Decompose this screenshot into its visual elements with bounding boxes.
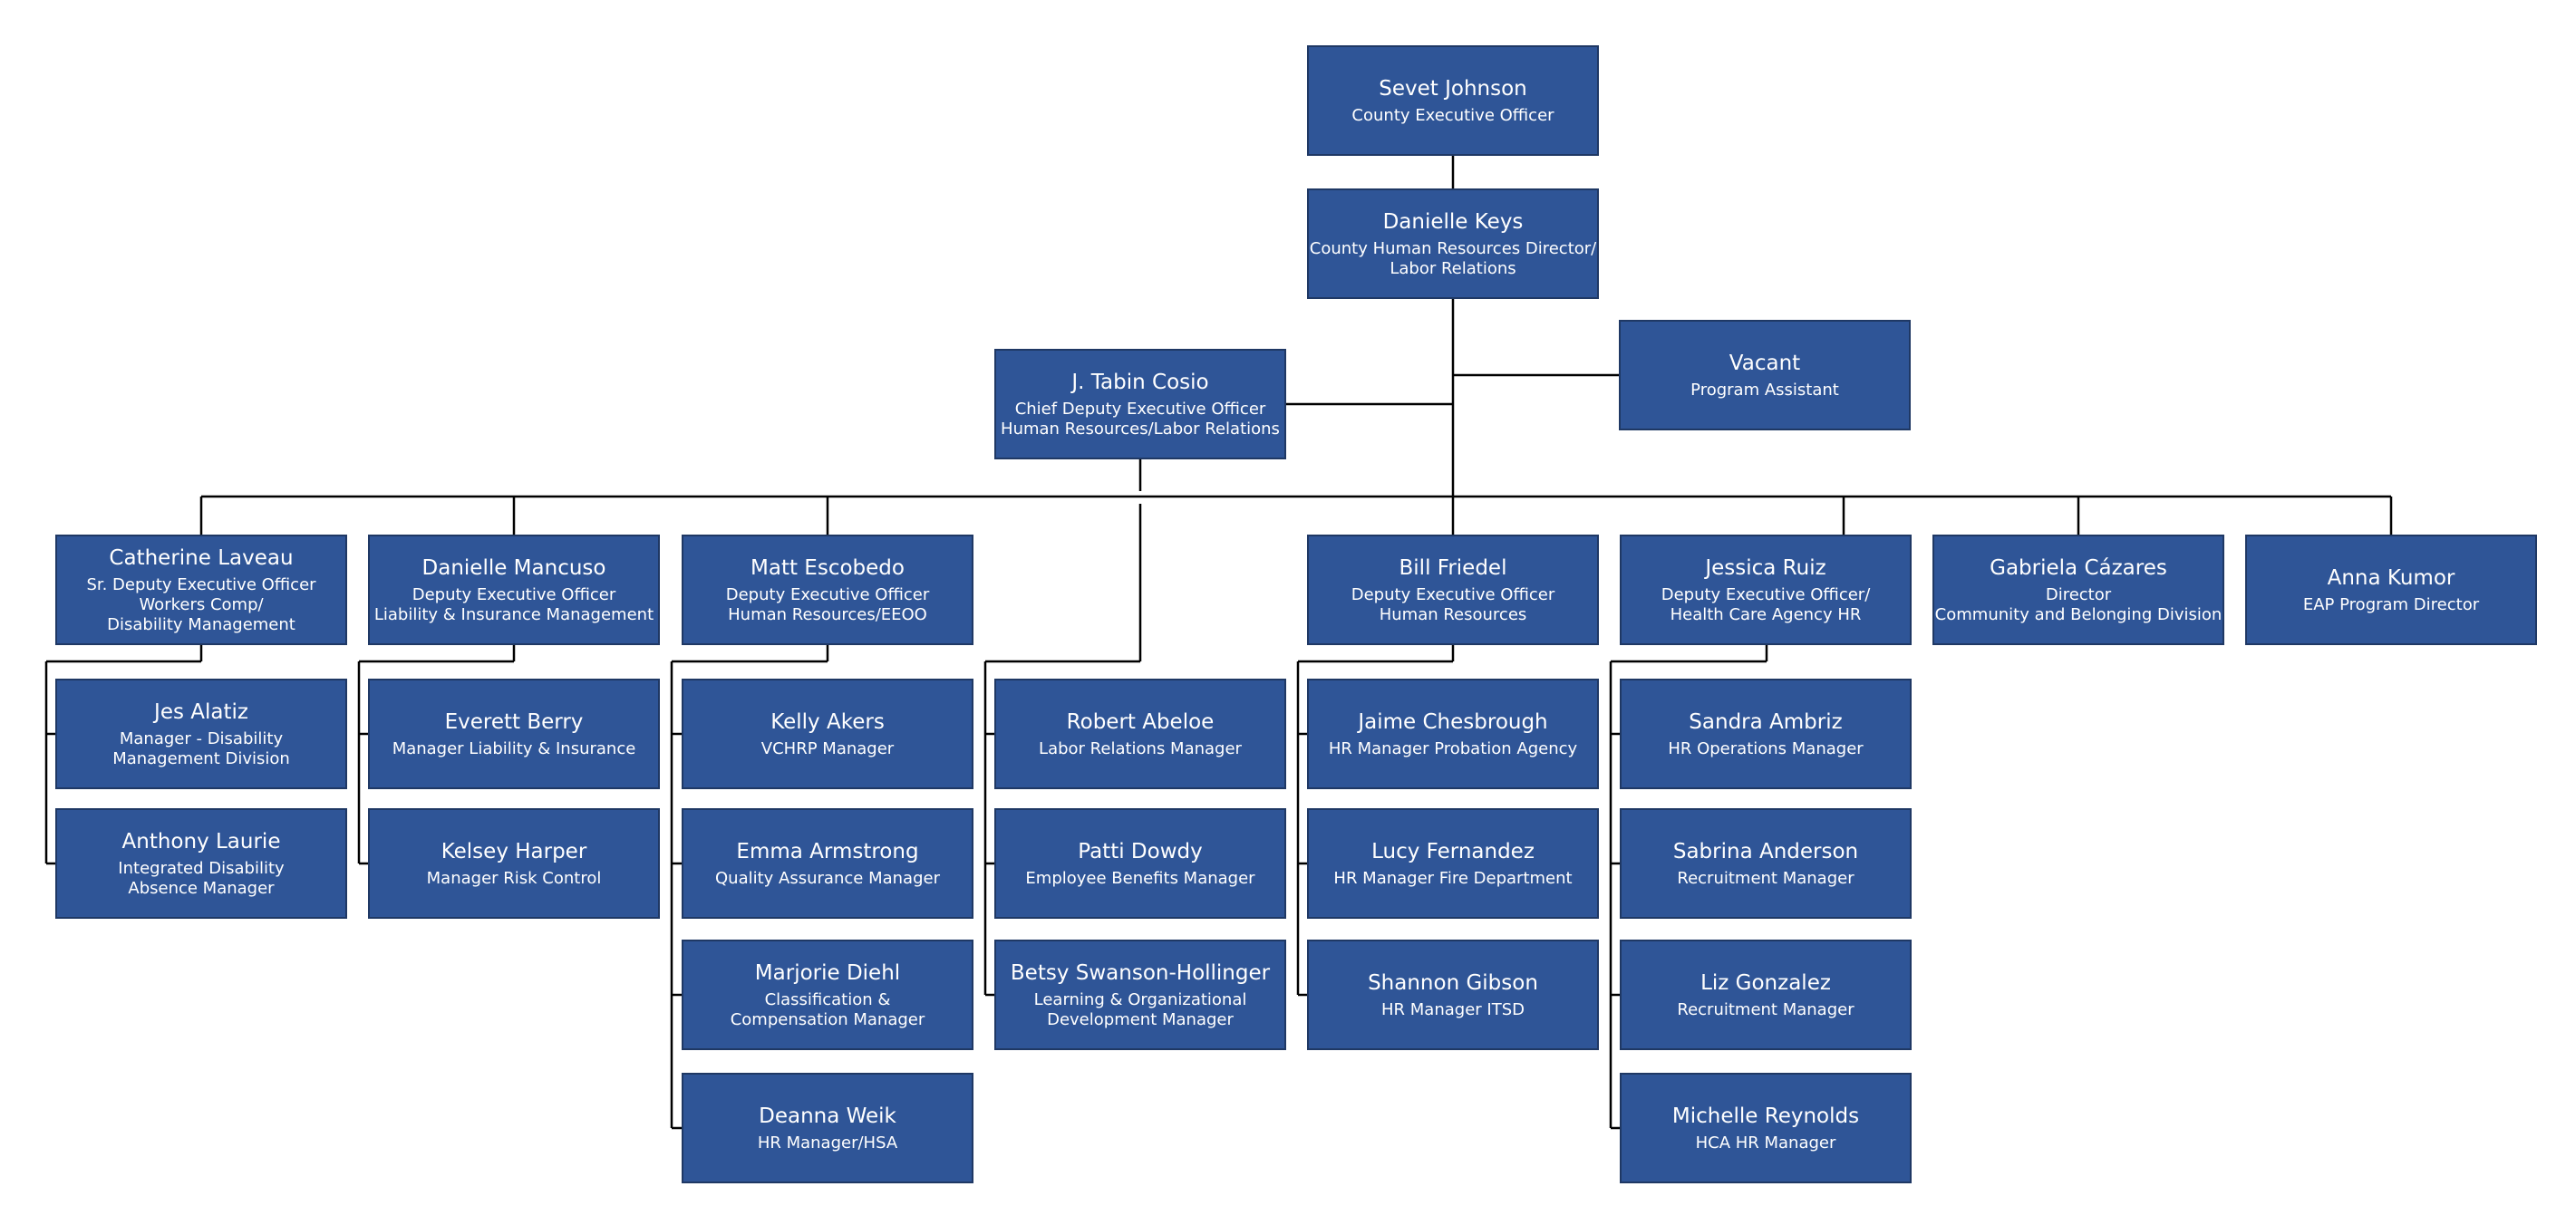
org-node-jes-alatiz: Jes Alatiz Manager - Disability Manageme… bbox=[55, 679, 347, 789]
org-node-danielle-keys: Danielle Keys County Human Resources Dir… bbox=[1307, 188, 1599, 299]
node-title: Classification & Compensation Manager bbox=[730, 990, 925, 1029]
org-node-lucy-fernandez: Lucy Fernandez HR Manager Fire Departmen… bbox=[1307, 808, 1599, 919]
node-name: Patti Dowdy bbox=[1078, 840, 1203, 863]
node-name: Danielle Mancuso bbox=[421, 556, 606, 580]
node-name: J. Tabin Cosio bbox=[1071, 371, 1209, 394]
node-name: Anna Kumor bbox=[2327, 566, 2455, 590]
node-name: Robert Abeloe bbox=[1066, 710, 1215, 734]
node-title: Manager Liability & Insurance bbox=[392, 739, 636, 758]
node-title: Deputy Executive Officer Human Resources… bbox=[725, 585, 930, 624]
org-node-sandra-ambriz: Sandra Ambriz HR Operations Manager bbox=[1620, 679, 1912, 789]
org-node-matt-escobedo: Matt Escobedo Deputy Executive Officer H… bbox=[682, 535, 973, 645]
node-name: Catherine Laveau bbox=[109, 546, 294, 570]
node-name: Liz Gonzalez bbox=[1700, 971, 1831, 995]
org-node-shannon-gibson: Shannon Gibson HR Manager ITSD bbox=[1307, 940, 1599, 1050]
org-node-patti-dowdy: Patti Dowdy Employee Benefits Manager bbox=[994, 808, 1286, 919]
org-node-robert-abeloe: Robert Abeloe Labor Relations Manager bbox=[994, 679, 1286, 789]
node-title: Integrated Disability Absence Manager bbox=[118, 859, 285, 898]
node-name: Jes Alatiz bbox=[154, 700, 248, 724]
node-name: Emma Armstrong bbox=[736, 840, 919, 863]
node-title: Program Assistant bbox=[1690, 381, 1839, 400]
org-node-everett-berry: Everett Berry Manager Liability & Insura… bbox=[368, 679, 660, 789]
org-node-gabriela-cazares: Gabriela Cázares Director Community and … bbox=[1932, 535, 2224, 645]
node-name: Vacant bbox=[1729, 352, 1801, 375]
node-name: Matt Escobedo bbox=[751, 556, 905, 580]
node-title: Recruitment Manager bbox=[1677, 1000, 1855, 1019]
node-title: Learning & Organizational Development Ma… bbox=[1033, 990, 1247, 1029]
org-node-kelsey-harper: Kelsey Harper Manager Risk Control bbox=[368, 808, 660, 919]
node-name: Marjorie Diehl bbox=[754, 961, 901, 985]
node-name: Sandra Ambriz bbox=[1689, 710, 1843, 734]
node-title: Manager Risk Control bbox=[426, 869, 602, 888]
node-name: Anthony Laurie bbox=[121, 830, 281, 854]
node-title: Employee Benefits Manager bbox=[1025, 869, 1255, 888]
node-title: Deputy Executive Officer Liability & Ins… bbox=[373, 585, 654, 624]
org-node-michelle-reynolds: Michelle Reynolds HCA HR Manager bbox=[1620, 1073, 1912, 1183]
org-node-catherine-laveau: Catherine Laveau Sr. Deputy Executive Of… bbox=[55, 535, 347, 645]
node-name: Lucy Fernandez bbox=[1371, 840, 1535, 863]
org-node-tabin-cosio: J. Tabin Cosio Chief Deputy Executive Of… bbox=[994, 349, 1286, 459]
node-name: Danielle Keys bbox=[1382, 210, 1524, 234]
org-node-liz-gonzalez: Liz Gonzalez Recruitment Manager bbox=[1620, 940, 1912, 1050]
node-title: HR Manager Fire Department bbox=[1333, 869, 1573, 888]
node-title: HR Manager/HSA bbox=[757, 1133, 898, 1153]
org-node-jessica-ruiz: Jessica Ruiz Deputy Executive Officer/ H… bbox=[1620, 535, 1912, 645]
org-node-danielle-mancuso: Danielle Mancuso Deputy Executive Office… bbox=[368, 535, 660, 645]
node-title: Labor Relations Manager bbox=[1039, 739, 1242, 758]
org-node-bill-friedel: Bill Friedel Deputy Executive Officer Hu… bbox=[1307, 535, 1599, 645]
node-title: County Human Resources Director/ Labor R… bbox=[1309, 239, 1597, 278]
org-node-anna-kumor: Anna Kumor EAP Program Director bbox=[2245, 535, 2537, 645]
org-node-kelly-akers: Kelly Akers VCHRP Manager bbox=[682, 679, 973, 789]
node-name: Deanna Weik bbox=[759, 1104, 896, 1128]
node-title: Sr. Deputy Executive Officer Workers Com… bbox=[86, 575, 316, 634]
node-title: HCA HR Manager bbox=[1695, 1133, 1836, 1153]
node-title: Recruitment Manager bbox=[1677, 869, 1855, 888]
node-title: VCHRP Manager bbox=[760, 739, 895, 758]
org-node-deanna-weik: Deanna Weik HR Manager/HSA bbox=[682, 1073, 973, 1183]
org-node-jaime-chesbrough: Jaime Chesbrough HR Manager Probation Ag… bbox=[1307, 679, 1599, 789]
node-title: Quality Assurance Manager bbox=[715, 869, 940, 888]
node-title: Deputy Executive Officer/ Health Care Ag… bbox=[1661, 585, 1871, 624]
node-name: Everett Berry bbox=[444, 710, 584, 734]
org-node-emma-armstrong: Emma Armstrong Quality Assurance Manager bbox=[682, 808, 973, 919]
node-name: Kelsey Harper bbox=[441, 840, 587, 863]
node-title: Director Community and Belonging Divisio… bbox=[1934, 585, 2223, 624]
org-node-betsy-swanson-hollinger: Betsy Swanson-Hollinger Learning & Organ… bbox=[994, 940, 1286, 1050]
node-name: Jaime Chesbrough bbox=[1358, 710, 1548, 734]
node-title: Deputy Executive Officer Human Resources bbox=[1351, 585, 1555, 624]
node-title: Chief Deputy Executive Officer Human Res… bbox=[1001, 400, 1280, 439]
org-node-marjorie-diehl: Marjorie Diehl Classification & Compensa… bbox=[682, 940, 973, 1050]
node-name: Sabrina Anderson bbox=[1672, 840, 1859, 863]
node-name: Kelly Akers bbox=[770, 710, 885, 734]
node-name: Michelle Reynolds bbox=[1671, 1104, 1860, 1128]
node-name: Shannon Gibson bbox=[1368, 971, 1538, 995]
node-name: Sevet Johnson bbox=[1379, 77, 1527, 101]
node-title: HR Operations Manager bbox=[1668, 739, 1864, 758]
org-node-sabrina-anderson: Sabrina Anderson Recruitment Manager bbox=[1620, 808, 1912, 919]
org-node-sevet-johnson: Sevet Johnson County Executive Officer bbox=[1307, 45, 1599, 156]
node-title: HR Manager Probation Agency bbox=[1328, 739, 1578, 758]
node-name: Gabriela Cázares bbox=[1990, 556, 2167, 580]
org-node-anthony-laurie: Anthony Laurie Integrated Disability Abs… bbox=[55, 808, 347, 919]
node-title: Manager - Disability Management Division bbox=[112, 729, 290, 768]
node-title: HR Manager ITSD bbox=[1381, 1000, 1525, 1019]
node-title: County Executive Officer bbox=[1351, 106, 1554, 125]
node-title: EAP Program Director bbox=[2302, 595, 2480, 614]
org-node-vacant: Vacant Program Assistant bbox=[1619, 320, 1911, 430]
node-name: Bill Friedel bbox=[1399, 556, 1507, 580]
node-name: Jessica Ruiz bbox=[1705, 556, 1826, 580]
node-name: Betsy Swanson-Hollinger bbox=[1010, 961, 1271, 985]
